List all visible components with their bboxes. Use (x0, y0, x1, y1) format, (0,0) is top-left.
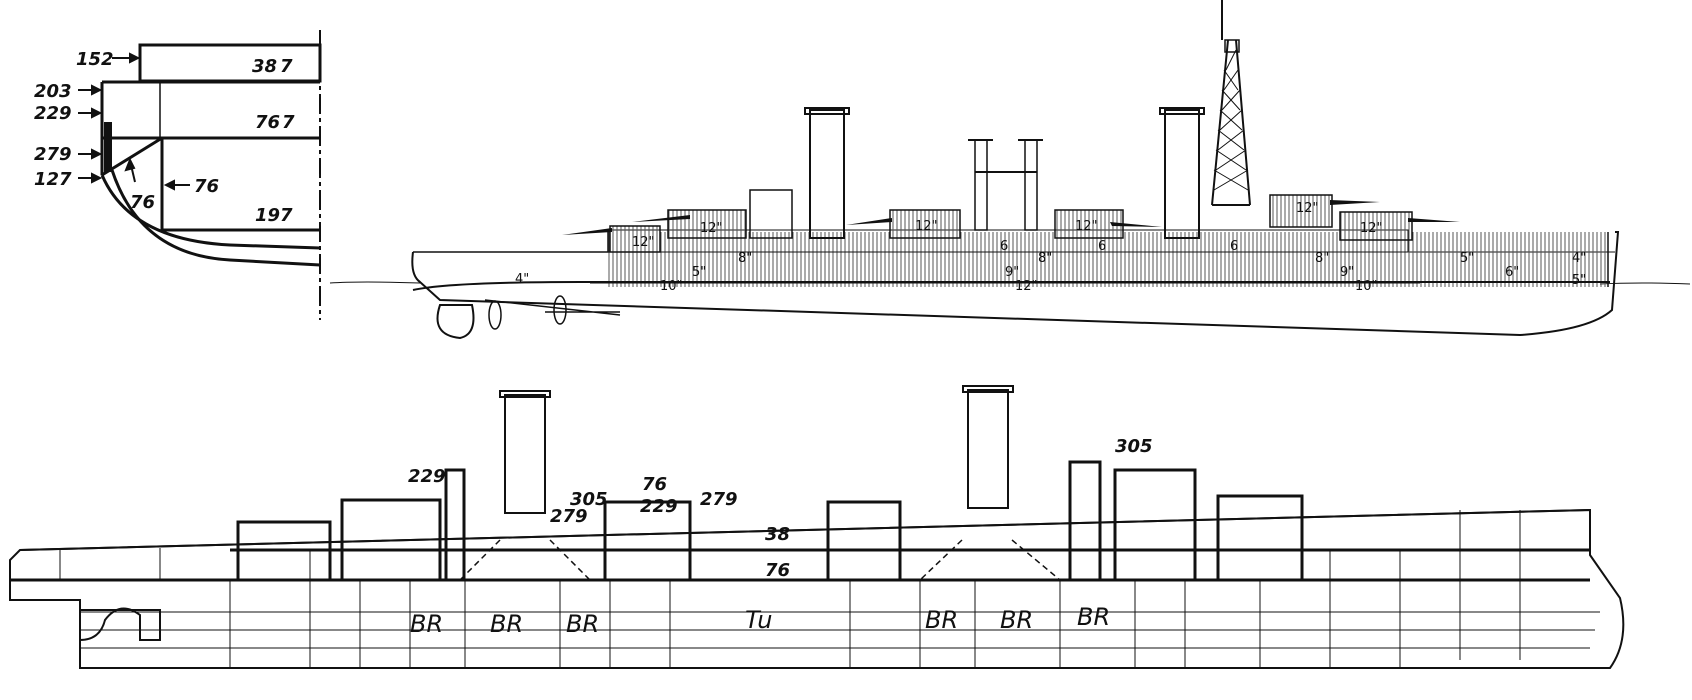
section-label-2: 203 (34, 81, 72, 102)
plan-thickness-label: 305 (570, 489, 608, 510)
plan-thickness-label: 279 (700, 489, 738, 510)
profile-armor-label: 4" (1572, 251, 1586, 266)
profile-armor-label: 4" (515, 272, 529, 287)
profile-armor-label: 12" (1015, 279, 1038, 294)
profile-armor-label: 12" (915, 219, 938, 234)
section-unit-mark: 7 (282, 112, 295, 133)
section-label-6: 76 (130, 192, 155, 213)
profile-armor-label: 12" (700, 221, 723, 236)
profile-armor-label: 8" (1038, 251, 1052, 266)
section-deck-label-1: 38 (252, 56, 277, 77)
section-label-3: 229 (34, 103, 72, 124)
profile-armor-label: 9" (1340, 265, 1354, 280)
profile-armor-label: 8" (738, 251, 752, 266)
profile-armor-label: 6 (1098, 239, 1106, 254)
plan-deck-label: 76 (765, 560, 790, 581)
profile-armor-label: 12" (1360, 221, 1383, 236)
plan-compartment-label: BR (410, 610, 443, 638)
section-unit-mark: 7 (280, 56, 293, 77)
plan-deck-label: 76 (642, 474, 667, 495)
section-deck-label-3: 19 (255, 205, 280, 226)
plan-thickness-label: 229 (640, 496, 678, 517)
plan-thickness-label: 279 (550, 506, 588, 527)
section-unit-mark: 7 (280, 205, 293, 226)
plan-thickness-label: 229 (408, 466, 446, 487)
plan-compartment-label: BR (566, 610, 599, 638)
profile-armor-label: 12" (632, 235, 655, 250)
profile-armor-label: 6 (1230, 239, 1238, 254)
profile-armor-label: 8" (1315, 251, 1329, 266)
profile-armor-label: 6 (1000, 239, 1008, 254)
plan-deck-label: 38 (765, 524, 790, 545)
profile-armor-label: 5" (1572, 273, 1586, 288)
plan-thickness-label: 305 (1115, 436, 1153, 457)
profile-armor-label: 5" (692, 265, 706, 280)
plan-compartment-label: Tu (745, 606, 772, 634)
plan-compartment-label: BR (925, 606, 958, 634)
profile-armor-label: 12" (1075, 219, 1098, 234)
ship-side-profile: 12" 12" 12" 12" 12" 12" 6 6 6 8" 8" 8" 9… (329, 0, 1691, 340)
section-label-1: 152 (76, 49, 114, 70)
section-label-5: 127 (34, 169, 72, 190)
profile-armor-label: 12" (1296, 201, 1319, 216)
profile-armor-label: 6" (1505, 265, 1519, 280)
profile-armor-label: 10" (660, 279, 683, 294)
section-deck-label-2: 76 (255, 112, 280, 133)
profile-armor-label: 9" (1005, 265, 1019, 280)
section-label-7: 76 (194, 176, 219, 197)
plan-compartment-label: BR (1000, 606, 1033, 634)
profile-armor-label: 5" (1460, 251, 1474, 266)
section-label-4: 279 (34, 144, 72, 165)
armor-plan-longitudinal: 229 305 279 279 305 229 76 38 76 BR BR B… (9, 385, 1625, 669)
midship-cross-section: 152 203 229 279 127 76 76 38 76 19 7 7 7 (34, 30, 322, 320)
plan-compartment-label: BR (1077, 603, 1110, 631)
plan-compartment-label: BR (490, 610, 523, 638)
profile-armor-label: 10" (1355, 279, 1378, 294)
